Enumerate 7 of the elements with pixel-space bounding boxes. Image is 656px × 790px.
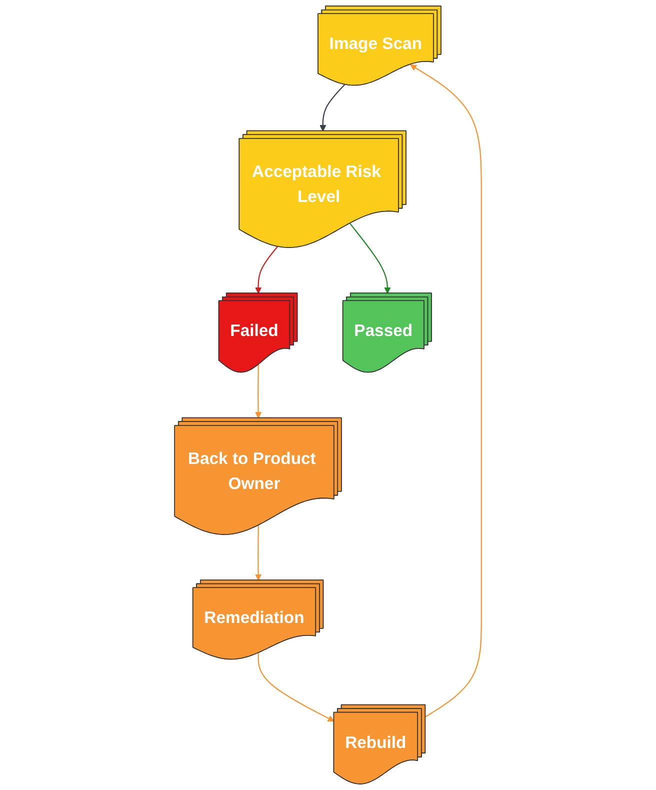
arrow <box>254 364 262 418</box>
arrow <box>320 84 346 132</box>
arrow <box>258 653 334 722</box>
arrow <box>254 526 262 581</box>
arrow <box>410 64 482 718</box>
arrow <box>350 223 391 294</box>
arrow <box>254 246 278 294</box>
